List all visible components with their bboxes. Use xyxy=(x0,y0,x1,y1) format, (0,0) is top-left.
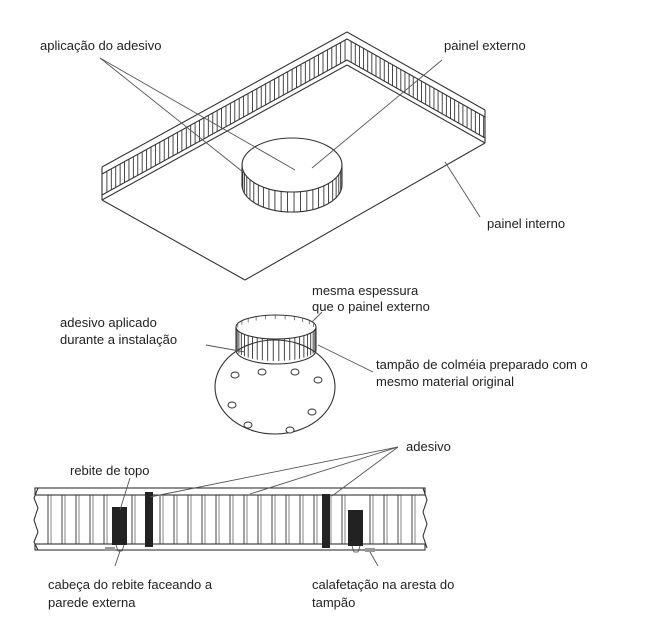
rivet-left xyxy=(112,507,127,545)
label-adhesive-applied-1: adesivo aplicado xyxy=(60,315,157,330)
rivet-hole xyxy=(307,408,317,416)
rivet-hole xyxy=(243,421,253,429)
label-plug-2: mesmo material original xyxy=(376,374,514,389)
rivet-hole xyxy=(257,368,267,376)
labels: aplicação do adesivo painel externo pain… xyxy=(40,38,588,610)
leader-lines xyxy=(99,57,481,567)
plug-disk xyxy=(214,339,336,435)
label-same-thickness-2: que o painel externo xyxy=(312,299,430,314)
inner-panel-plate xyxy=(101,142,486,281)
rivet-hole xyxy=(227,401,237,409)
adhesive-band-left xyxy=(145,492,153,547)
rivet-hole xyxy=(313,376,323,384)
label-same-thickness-1: mesma espessura xyxy=(312,283,419,298)
adhesive-band-right xyxy=(322,494,330,548)
label-adhesive: adesivo xyxy=(406,439,451,454)
label-top-rivet: rebite de topo xyxy=(70,463,150,478)
honeycomb-plug-top-view xyxy=(241,137,343,213)
honeycomb-core-edge xyxy=(106,40,485,193)
label-adhesive-application: aplicação do adesivo xyxy=(40,38,161,53)
label-outer-panel: painel externo xyxy=(444,38,526,53)
rivet-holes xyxy=(227,368,323,434)
label-plug-1: tampão de colméia preparado com o xyxy=(376,357,588,372)
rivet-hole xyxy=(290,368,300,376)
rivet-right xyxy=(348,510,363,546)
rivet-hole xyxy=(285,426,295,434)
label-caulking-2: tampão xyxy=(312,595,355,610)
isometric-panel xyxy=(101,31,486,281)
honeycomb-plug xyxy=(214,314,336,435)
label-caulking-1: calafetação na aresta do xyxy=(312,577,454,592)
outer-panel-edge xyxy=(101,31,486,168)
label-inner-panel: painel interno xyxy=(487,216,565,231)
cross-section xyxy=(33,487,428,553)
rivet-hole xyxy=(230,371,240,379)
label-rivet-head-2: parede externa xyxy=(48,595,136,610)
label-adhesive-applied-2: durante a instalação xyxy=(60,332,177,347)
label-rivet-head-1: cabeça do rebite faceando a xyxy=(48,577,213,592)
